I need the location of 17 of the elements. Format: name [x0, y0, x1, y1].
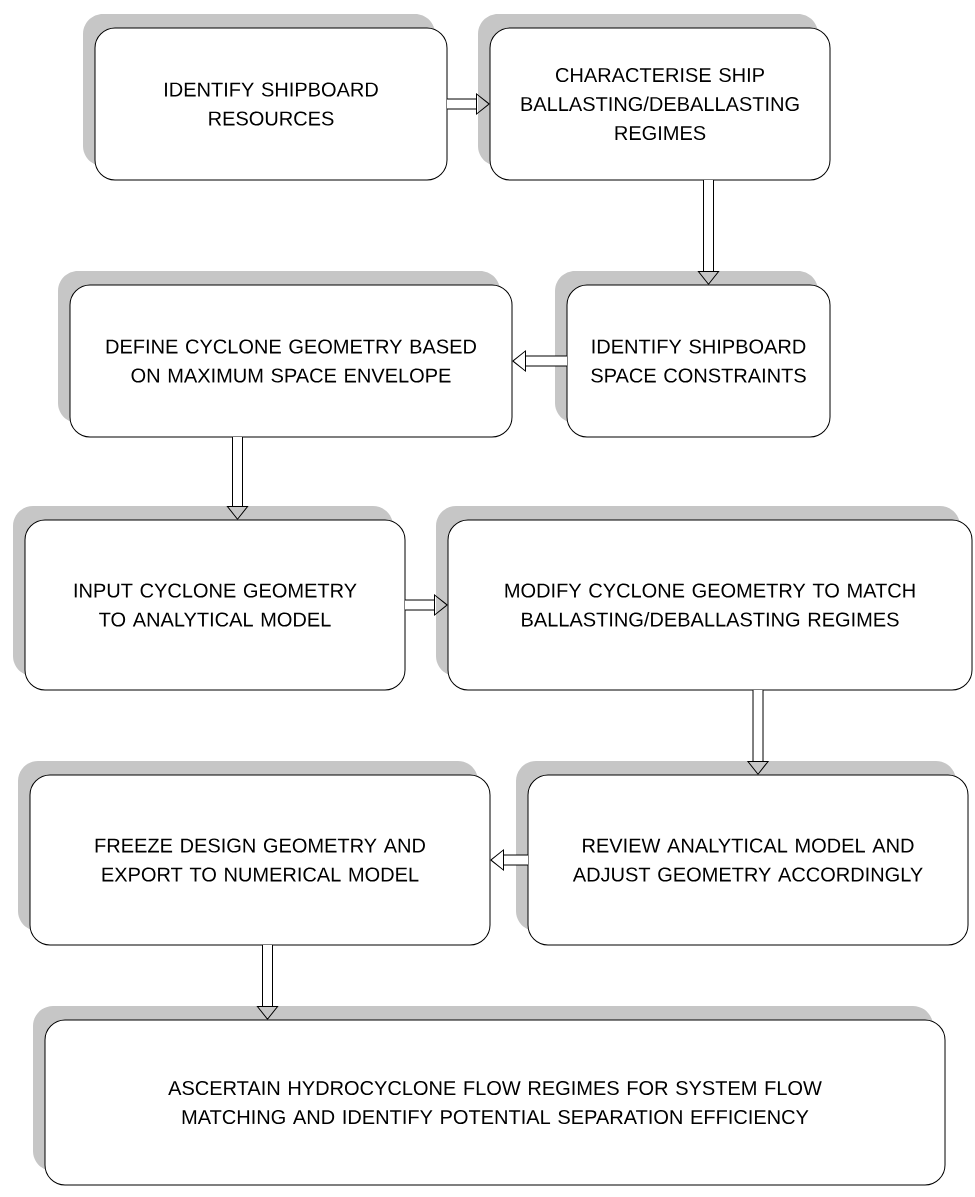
- process-box: MODIFY CYCLONE GEOMETRY TO MATCH BALLASTING/DEBALLASTING REGIMES: [436, 506, 973, 691]
- process-box: CHARACTERISE SHIP BALLASTING/DEBALLASTING REGIMES: [478, 14, 831, 181]
- block-arrow: [405, 594, 448, 616]
- block-arrow: [697, 180, 720, 285]
- block-arrow: [447, 93, 490, 115]
- block-arrow: [256, 945, 279, 1020]
- block-arrow: [226, 437, 249, 520]
- block-arrow: [512, 350, 567, 372]
- process-box: DEFINE CYCLONE GEOMETRY BASED ON MAXIMUM SPACE ENVELOPE: [58, 271, 513, 438]
- process-box: IDENTIFY SHIPBOARD RESOURCES: [83, 14, 448, 181]
- block-arrow: [747, 690, 769, 775]
- process-box: INPUT CYCLONE GEOMETRY TO ANALYTICAL MODEL: [13, 506, 406, 691]
- block-arrow: [490, 849, 528, 871]
- process-box: FREEZE DESIGN GEOMETRY AND EXPORT TO NUMERICAL MODEL: [18, 761, 491, 946]
- process-box: ASCERTAIN HYDROCYCLONE FLOW REGIMES FOR SYSTEM FLOW MATCHING AND IDENTIFY POTENTIAL SEPARATION EFFICIENCY: [33, 1006, 946, 1186]
- process-box: IDENTIFY SHIPBOARD SPACE CONSTRAINTS: [555, 271, 831, 438]
- process-box: REVIEW ANALYTICAL MODEL AND ADJUST GEOMETRY ACCORDINGLY: [516, 761, 969, 946]
